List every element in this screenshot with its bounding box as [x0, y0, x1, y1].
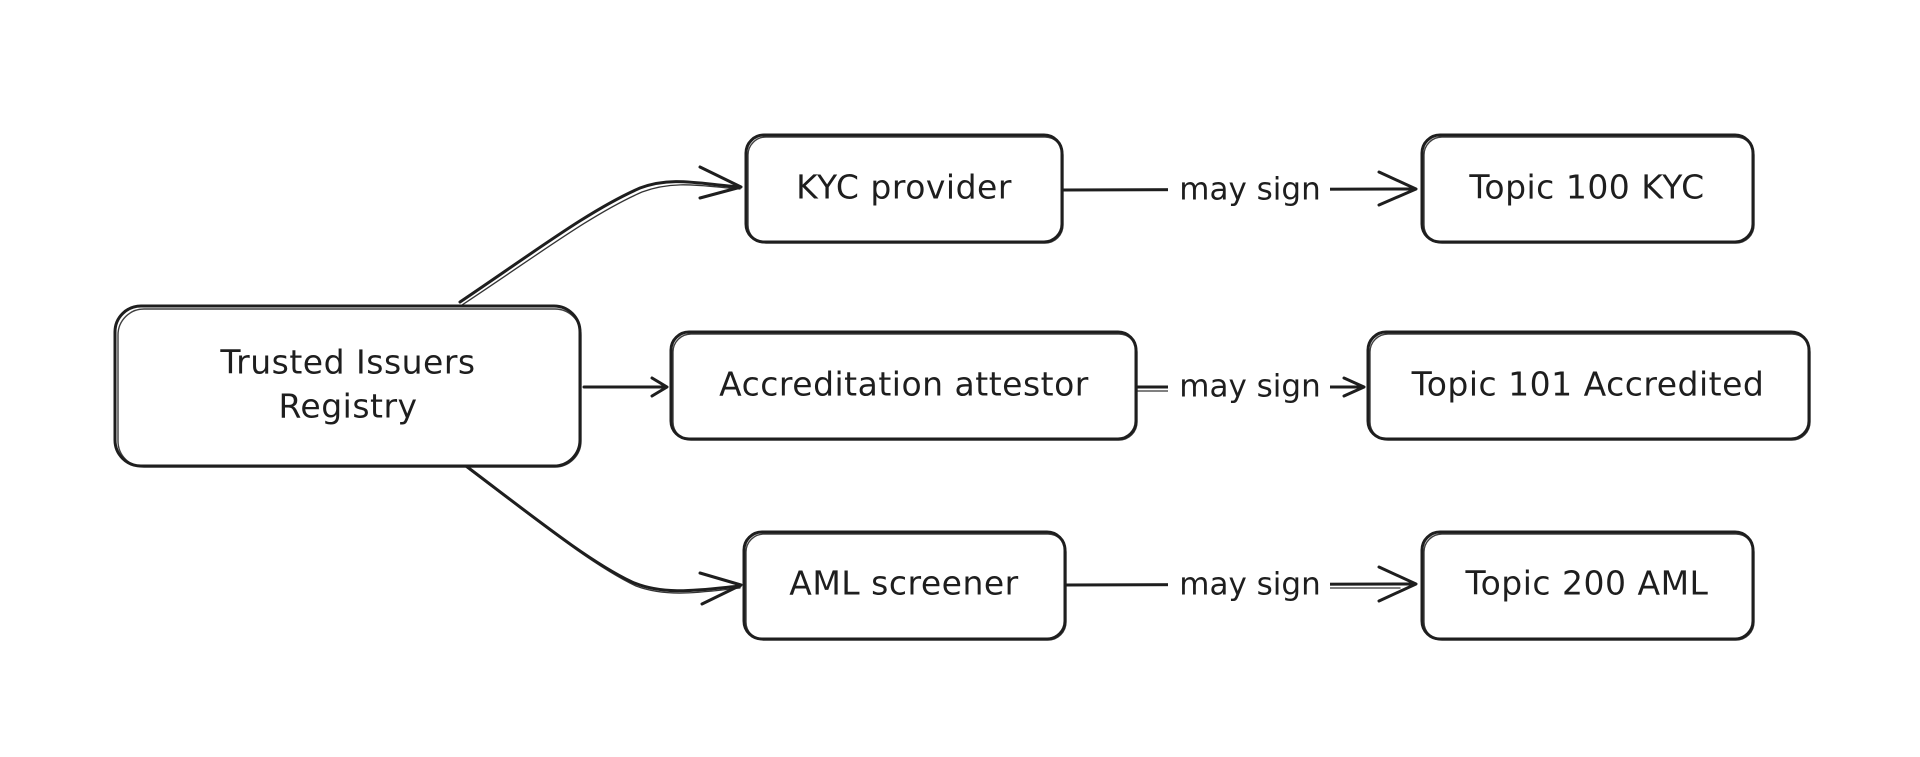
- accreditation-attestor-node: Accreditation attestor: [669, 330, 1138, 441]
- topic-101-label: Topic 101 Accredited: [1411, 365, 1765, 404]
- kyc-provider-label: KYC provider: [796, 168, 1012, 207]
- edge-label-aml: may sign: [1179, 567, 1320, 603]
- edge-label-accredited: may sign: [1179, 369, 1320, 405]
- topic-200-aml-node: Topic 200 AML: [1420, 530, 1755, 641]
- edge-kyc-provider-to-topic-100: may sign: [1060, 168, 1418, 212]
- aml-screener-node: AML screener: [742, 530, 1067, 641]
- edge-registry-to-accreditation-attestor: [582, 376, 669, 398]
- registry-label-line-2: Registry: [278, 387, 417, 426]
- edge-registry-to-aml-screener: [464, 464, 743, 606]
- edge-accreditation-attestor-to-topic-101: may sign: [1134, 365, 1366, 409]
- edge-aml-screener-to-topic-200: may sign: [1063, 563, 1418, 607]
- topic-101-accredited-node: Topic 101 Accredited: [1366, 330, 1811, 441]
- edge-label-kyc: may sign: [1179, 172, 1320, 208]
- accreditation-attestor-label: Accreditation attestor: [719, 365, 1089, 404]
- trusted-issuers-registry-node: Trusted Issuers Registry: [113, 304, 582, 468]
- topic-200-label: Topic 200 AML: [1465, 564, 1709, 603]
- edge-registry-to-kyc-provider: [458, 165, 743, 306]
- registry-label-line-1: Trusted Issuers: [219, 343, 475, 382]
- topic-100-label: Topic 100 KYC: [1468, 168, 1704, 207]
- kyc-provider-node: KYC provider: [744, 133, 1064, 244]
- aml-screener-label: AML screener: [789, 564, 1019, 603]
- topic-100-kyc-node: Topic 100 KYC: [1420, 133, 1755, 244]
